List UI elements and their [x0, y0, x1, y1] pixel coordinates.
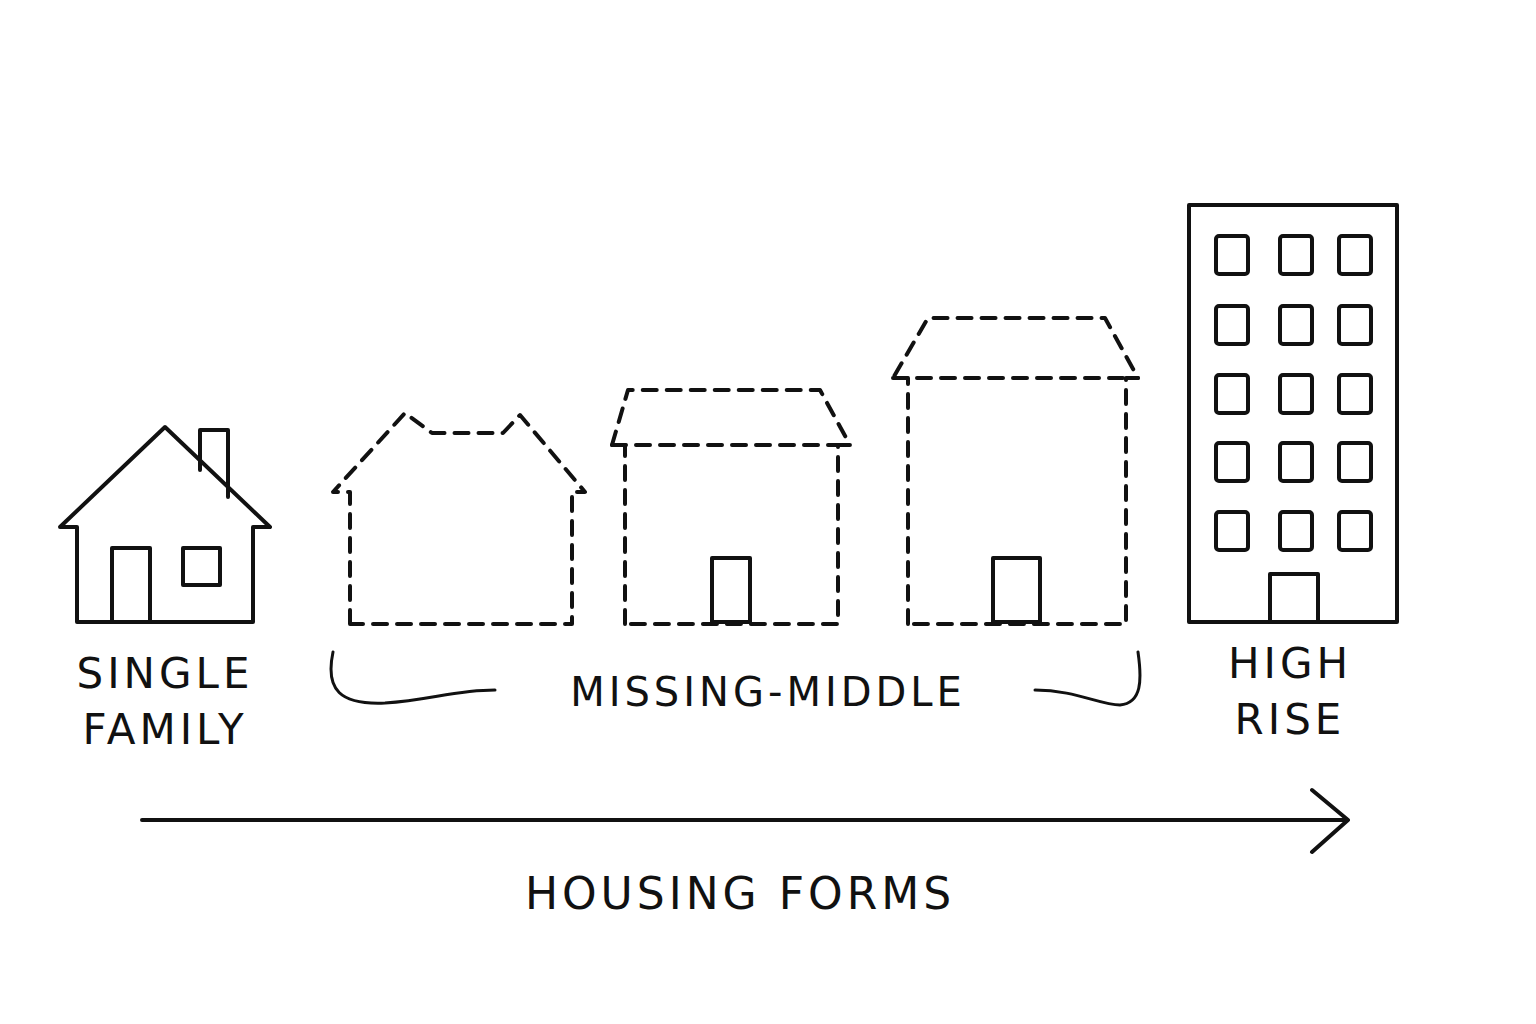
- axis-arrow: [142, 790, 1348, 852]
- category-label: SINGLE FAMILY: [45, 646, 285, 758]
- category-label: HIGH RISE: [1205, 636, 1375, 748]
- single-family-house: [60, 427, 270, 622]
- group-label: MISSING-MIDDLE: [560, 664, 976, 720]
- missing-middle-houses: [333, 318, 1138, 624]
- high-rise-building: [1189, 205, 1397, 622]
- axis-label: HOUSING FORMS: [515, 866, 965, 922]
